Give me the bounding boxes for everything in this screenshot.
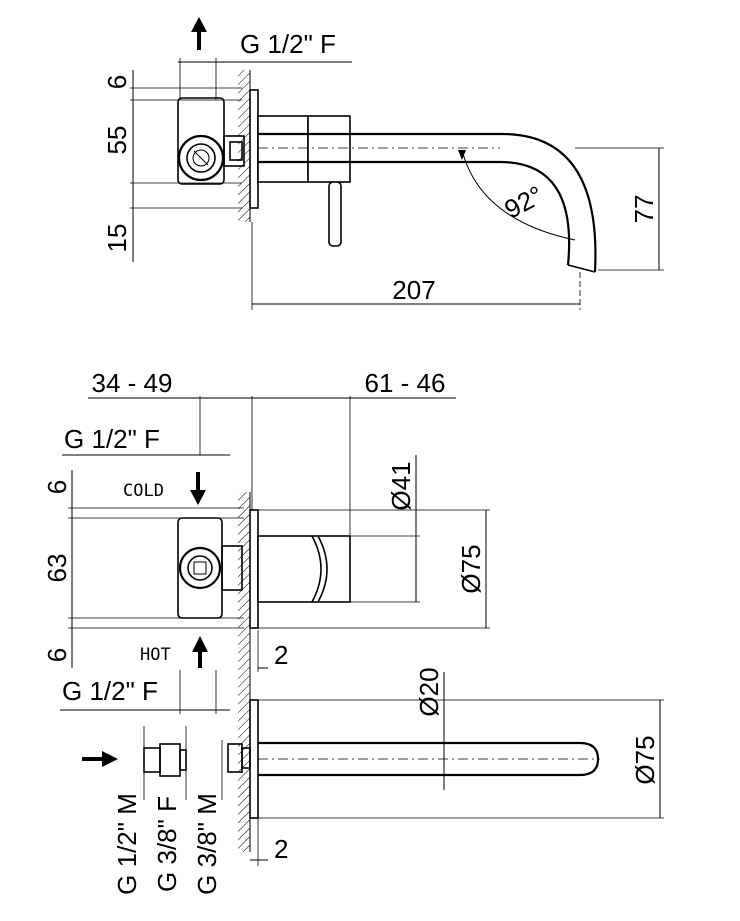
bottom-dim-2-top: 2 xyxy=(274,640,288,670)
cold-arrow-icon xyxy=(190,472,206,505)
top-dim-15: 15 xyxy=(102,224,132,253)
bottom-dim-63: 63 xyxy=(42,554,72,583)
top-angle-label: 92° xyxy=(499,180,548,225)
bottom-handle xyxy=(257,535,351,603)
right-arrow-icon xyxy=(82,751,118,767)
bottom-dia-75-upper: Ø75 xyxy=(456,544,486,593)
top-angle-arrow xyxy=(458,150,466,160)
cold-label: COLD xyxy=(123,481,164,501)
top-dim-77: 77 xyxy=(629,195,659,224)
top-wall-plate xyxy=(249,89,259,209)
top-dim-55: 55 xyxy=(102,126,132,155)
top-handle xyxy=(257,115,351,247)
bottom-dia-75-lower: Ø75 xyxy=(630,735,660,784)
bottom-connection-top: G 1/2" F xyxy=(64,424,160,454)
bottom-wall-hatch xyxy=(238,492,250,852)
fitting-label-3: G 3/8" M xyxy=(192,793,222,895)
top-angle-arc xyxy=(461,149,576,241)
top-connection-label: G 1/2" F xyxy=(240,29,336,59)
top-view: G 1/2" F 6 55 15 xyxy=(102,17,664,310)
bottom-dim-6-top: 6 xyxy=(42,480,72,494)
top-spout xyxy=(258,132,597,273)
bottom-dim-2-bottom: 2 xyxy=(274,834,288,864)
bottom-wall-plate xyxy=(249,509,259,629)
bottom-dim-6-bottom: 6 xyxy=(42,648,72,662)
bottom-spout-plate xyxy=(227,699,259,819)
top-dim-6: 6 xyxy=(102,75,132,89)
bottom-dia-41: Ø41 xyxy=(386,461,416,510)
bottom-dim-34-49: 34 - 49 xyxy=(92,368,173,398)
fitting-label-2: G 3/8" F xyxy=(152,796,182,892)
bottom-dim-61-46: 61 - 46 xyxy=(365,368,446,398)
bottom-connection-bottom: G 1/2" F xyxy=(62,676,158,706)
fitting-label-1: G 1/2" M xyxy=(112,793,142,895)
up-arrow-icon xyxy=(191,17,207,50)
hot-arrow-icon xyxy=(192,636,208,668)
bottom-spout xyxy=(258,741,600,777)
hot-label: HOT xyxy=(140,645,171,665)
bottom-view: 34 - 49 61 - 46 G 1/2" F COLD 6 63 6 xyxy=(42,368,664,895)
bottom-dia-20: Ø20 xyxy=(414,667,444,716)
top-dim-207: 207 xyxy=(392,275,435,305)
top-mixer-body xyxy=(177,97,245,185)
fitting-adapter xyxy=(143,743,187,777)
bottom-mixer-body xyxy=(177,517,243,619)
